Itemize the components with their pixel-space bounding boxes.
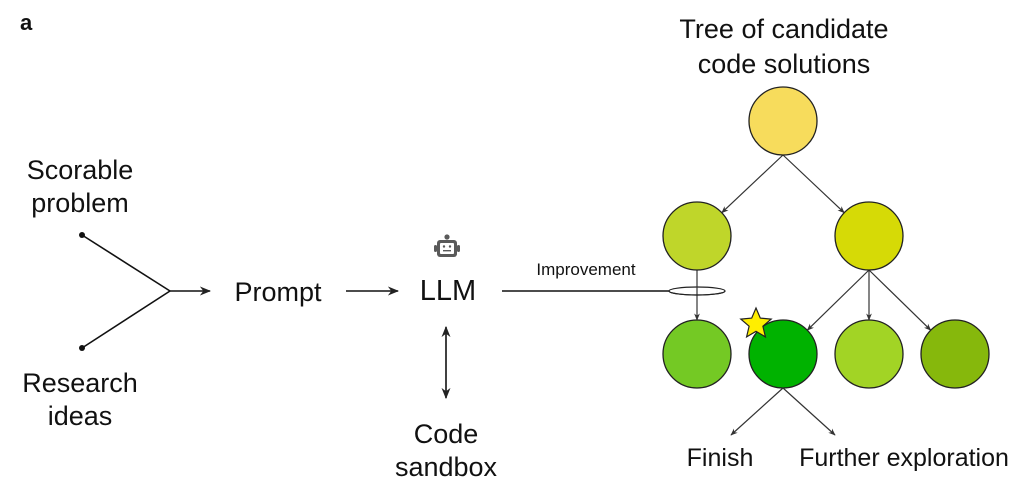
tree-edge-l1-right-to-l2-b bbox=[806, 269, 870, 331]
panel-label: a bbox=[20, 10, 33, 35]
further-exploration-arrow bbox=[782, 387, 836, 436]
scorable-problem-line bbox=[81, 234, 171, 292]
tree-title-line-2: code solutions bbox=[697, 48, 871, 79]
tree-node-root bbox=[748, 86, 818, 156]
tree-title: Tree of candidate code solutions bbox=[640, 12, 928, 81]
research-ideas-line-2: ideas bbox=[47, 400, 113, 431]
code-sandbox-label: Code sandbox bbox=[384, 418, 508, 484]
tree-node-l1-left bbox=[662, 201, 732, 271]
tree-edge-root-to-l1-left bbox=[721, 154, 784, 214]
tree-nodes bbox=[662, 86, 990, 389]
input-merge bbox=[79, 232, 212, 351]
tree-node-l2-d bbox=[920, 319, 990, 389]
robot-icon bbox=[434, 234, 460, 257]
code-sandbox-line-1: Code bbox=[413, 419, 479, 449]
llm-label: LLM bbox=[419, 275, 477, 307]
code-sandbox-line-2: sandbox bbox=[394, 451, 498, 482]
scorable-problem-line-2: problem bbox=[31, 187, 129, 218]
finish-label: Finish bbox=[686, 444, 754, 472]
tree-edges bbox=[694, 154, 932, 331]
scorable-problem-dot bbox=[79, 232, 85, 238]
research-ideas-line bbox=[81, 290, 171, 349]
research-ideas-dot bbox=[79, 345, 85, 351]
further-exploration-label: Further exploration bbox=[799, 444, 1009, 472]
improvement-ring-front bbox=[668, 290, 726, 296]
scorable-problem-label: Scorable problem bbox=[10, 154, 150, 220]
tree-title-line-1: Tree of candidate bbox=[679, 14, 889, 44]
tree-edge-root-to-l1-right bbox=[782, 154, 845, 214]
tree-node-l2-c bbox=[834, 319, 904, 389]
star-icon bbox=[739, 306, 773, 339]
prompt-label: Prompt bbox=[234, 277, 322, 307]
research-ideas-label: Research ideas bbox=[8, 367, 152, 433]
tree-node-l2-a bbox=[662, 319, 732, 389]
scorable-problem-line-1: Scorable bbox=[26, 155, 134, 185]
finish-arrow bbox=[730, 387, 784, 436]
tree-node-l1-right bbox=[834, 201, 904, 271]
research-ideas-line-1: Research bbox=[22, 368, 138, 398]
tree-edge-l1-right-to-l2-d bbox=[868, 269, 932, 331]
improvement-label: Improvement bbox=[536, 260, 636, 279]
